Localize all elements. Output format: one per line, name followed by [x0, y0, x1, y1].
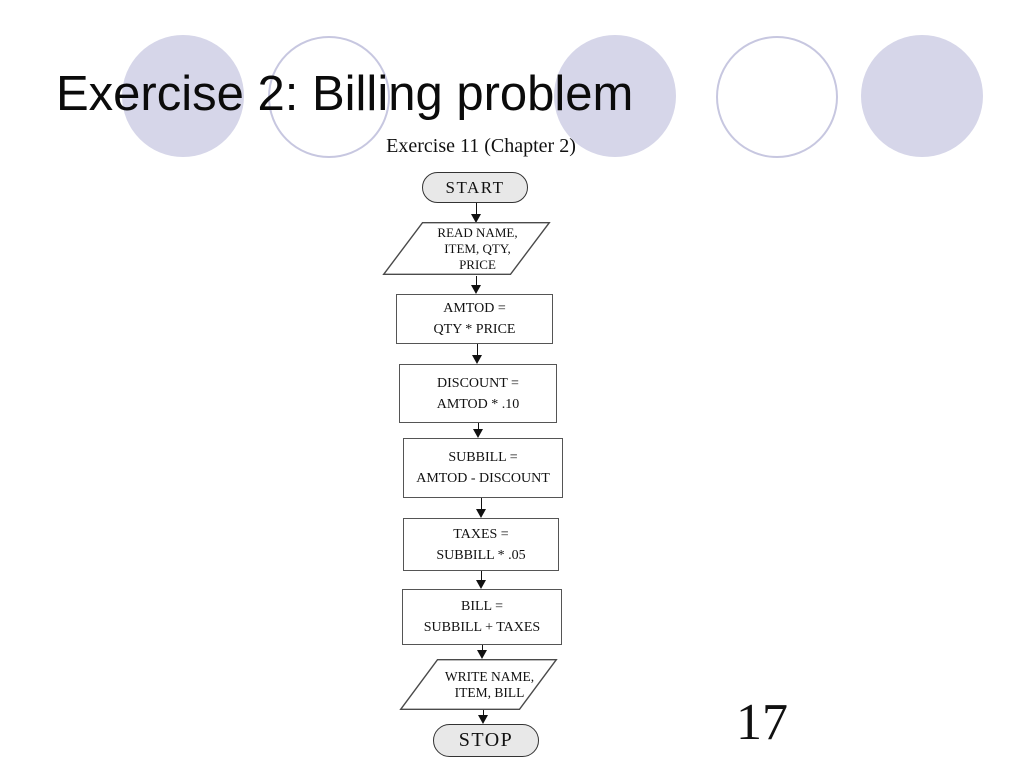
flow-arrow — [471, 276, 482, 294]
slide-subtitle: Exercise 11 (Chapter 2) — [386, 135, 576, 157]
flow-arrow — [476, 498, 487, 518]
node-write-label: WRITE NAME, ITEM, BILL — [444, 668, 535, 700]
node-write-io-parallelogram: WRITE NAME, ITEM, BILL — [399, 658, 558, 710]
flow-arrow — [471, 203, 482, 223]
node-start-label: START — [445, 177, 505, 197]
node-start-terminator: START — [422, 172, 528, 203]
node-stop-terminator: STOP — [433, 724, 539, 757]
page-number: 17 — [736, 694, 788, 751]
flow-arrow — [473, 423, 484, 438]
node-amtod-process: AMTOD = QTY * PRICE — [396, 294, 553, 344]
flow-arrow — [476, 571, 487, 589]
flow-arrow — [477, 645, 488, 659]
node-read-label: READ NAME, ITEM, QTY, PRICE — [437, 224, 518, 272]
node-discount-process: DISCOUNT = AMTOD * .10 — [399, 364, 557, 423]
parallelogram-shape — [399, 658, 558, 710]
decorative-circle-filled — [122, 35, 244, 157]
decorative-circle-filled — [554, 35, 676, 157]
decorative-circle-outlined — [716, 36, 838, 158]
page-title: Exercise 2: Billing problem — [56, 67, 634, 121]
node-read-io-parallelogram: READ NAME, ITEM, QTY, PRICE — [382, 221, 551, 275]
parallelogram-shape — [382, 221, 551, 275]
flow-arrow — [478, 710, 489, 724]
decorative-circle-outlined — [268, 36, 390, 158]
node-bill-process: BILL = SUBBILL + TAXES — [402, 589, 562, 645]
decorative-circle-filled — [861, 35, 983, 157]
node-taxes-process: TAXES = SUBBILL * .05 — [403, 518, 559, 571]
node-stop-label: STOP — [458, 729, 514, 751]
node-subbill-process: SUBBILL = AMTOD - DISCOUNT — [403, 438, 563, 498]
flow-arrow — [472, 344, 483, 364]
